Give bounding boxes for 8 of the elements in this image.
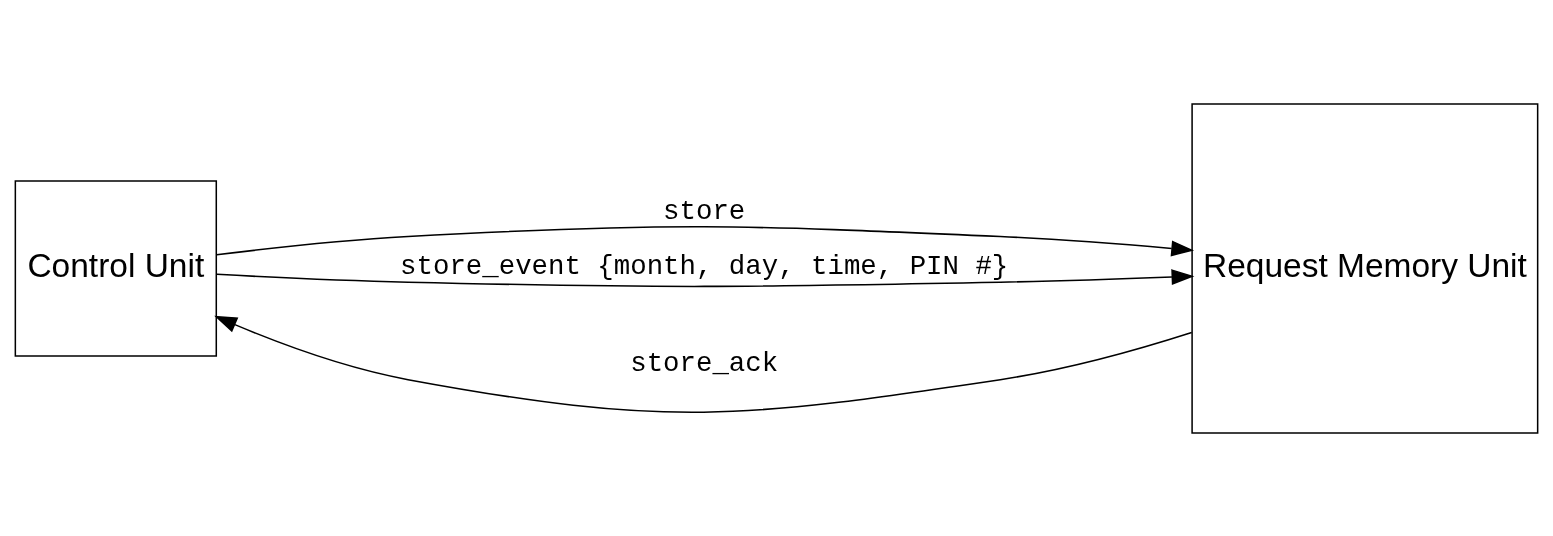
node-box: Request Memory Unit <box>1191 102 1539 434</box>
edge-label: store_event {month, day, time, PIN #} <box>400 250 1009 282</box>
arrow <box>216 268 1195 287</box>
arrow <box>215 225 1195 256</box>
arrow <box>214 315 1193 413</box>
node-box: Control Unit <box>14 179 218 357</box>
edge-label: store <box>663 195 746 227</box>
edge-label: store_ack <box>630 347 779 379</box>
